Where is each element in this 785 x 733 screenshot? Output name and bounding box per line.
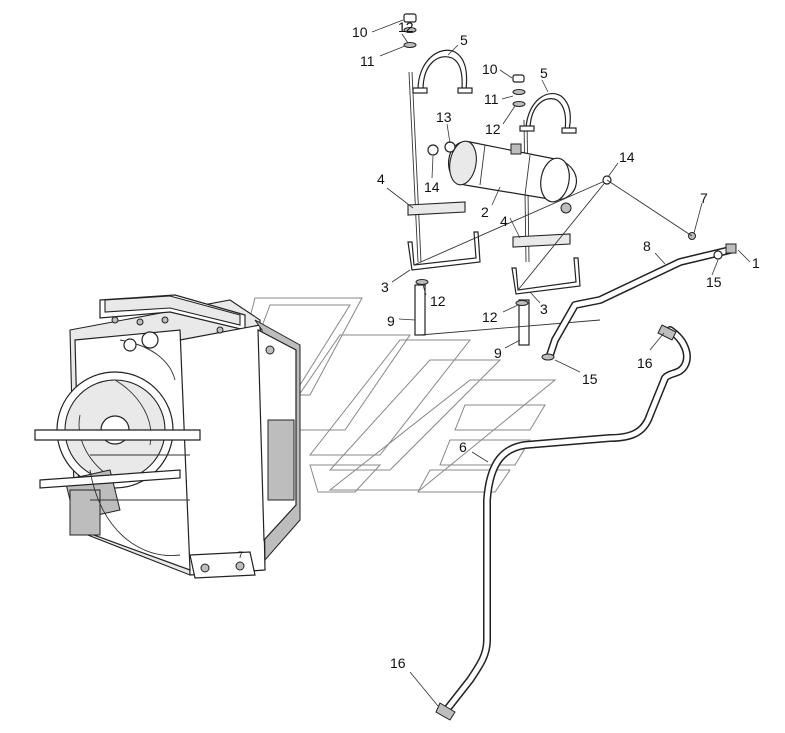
callout-14: 14 [619, 149, 635, 165]
callout-13: 13 [436, 109, 452, 125]
callout-7: 7 [700, 190, 708, 206]
pipe-8 [541, 179, 737, 361]
radiator-assembly: 7 [34, 294, 301, 579]
callout-3: 3 [381, 279, 389, 295]
callout-8: 8 [643, 238, 651, 254]
callout-15: 15 [706, 274, 722, 290]
callout-9: 9 [387, 313, 395, 329]
callout-4: 4 [500, 213, 508, 229]
straps [412, 49, 577, 134]
callout-15: 15 [582, 371, 598, 387]
frame-outline [229, 297, 557, 493]
callout-12: 12 [482, 309, 498, 325]
svg-text:7: 7 [238, 550, 243, 560]
callout-12: 12 [398, 19, 414, 35]
callout-2: 2 [481, 204, 489, 220]
callout-6: 6 [459, 439, 467, 455]
callout-16: 16 [390, 655, 406, 671]
callout-4: 4 [377, 171, 385, 187]
callout-16: 16 [637, 355, 653, 371]
air-tank [427, 140, 577, 214]
callout-3: 3 [540, 301, 548, 317]
callout-10: 10 [482, 61, 498, 77]
callout-12: 12 [430, 293, 446, 309]
callout-12: 12 [485, 121, 501, 137]
leader-lines [371, 19, 751, 707]
callout-11: 11 [484, 91, 499, 107]
callout-5: 5 [460, 32, 468, 48]
callout-labels: 10 12 11 5 10 5 11 13 12 14 14 4 2 4 7 8… [352, 19, 760, 671]
hose-6 [435, 324, 691, 721]
callout-14: 14 [424, 179, 440, 195]
fasteners [403, 13, 529, 306]
callout-1: 1 [752, 255, 760, 271]
callout-11: 11 [360, 53, 375, 69]
callout-9: 9 [494, 345, 502, 361]
callout-10: 10 [352, 24, 368, 40]
callout-5: 5 [540, 65, 548, 81]
